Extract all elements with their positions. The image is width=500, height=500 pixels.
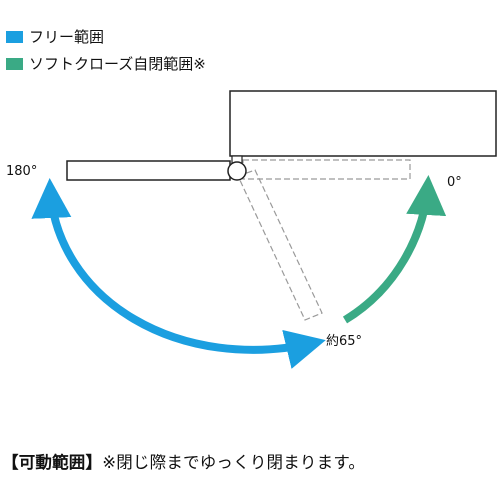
hinge-pivot	[227, 161, 247, 181]
soft-close-arc	[342, 175, 447, 324]
legend-item-free-range: フリー範囲	[6, 28, 104, 46]
legend-item-soft-close: ソフトクローズ自閉範囲※	[6, 55, 206, 73]
door-65-ghost	[237, 169, 323, 321]
legend-swatch-soft	[6, 58, 23, 70]
caption-heading: 【可動範囲】	[2, 453, 103, 472]
free-range-arc	[31, 178, 326, 369]
caption-note: ※閉じ際までゆっくり閉まります。	[102, 453, 366, 472]
angle-label-65: 約65°	[326, 334, 362, 349]
cabinet-frame	[229, 90, 497, 157]
door-open-180	[66, 160, 231, 181]
legend-label-soft: ソフトクローズ自閉範囲※	[29, 55, 206, 73]
legend-swatch-free	[6, 31, 23, 43]
door-closed-ghost	[242, 159, 411, 180]
legend-label-free: フリー範囲	[29, 28, 105, 46]
range-caption: 【可動範囲】※閉じ際までゆっくり閉まります。	[2, 452, 365, 474]
angle-label-0: 0°	[447, 175, 462, 190]
angle-label-180: 180°	[6, 164, 37, 179]
